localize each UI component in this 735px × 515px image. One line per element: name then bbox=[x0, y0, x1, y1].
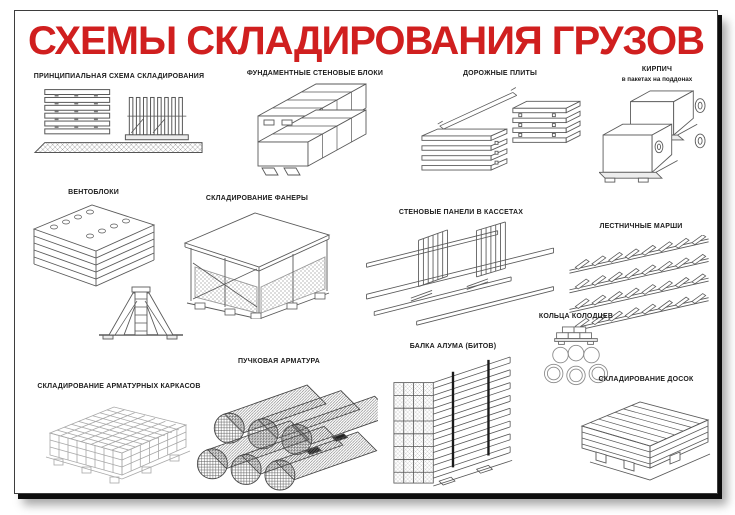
figure-panel-pyramid bbox=[95, 285, 187, 343]
stair-flights-drawing bbox=[569, 234, 709, 333]
figure-principal-scheme: ПРИНЦИПИАЛЬНАЯ СХЕМА СКЛАДИРОВАНИЯ bbox=[21, 73, 217, 163]
wall-panels-drawing bbox=[366, 221, 555, 326]
figure-well-rings: КОЛЬЦА КОЛОДЦЕВ bbox=[513, 313, 639, 389]
figure-bundled-rebar: ПУЧКОВАЯ АРМАТУРА bbox=[177, 358, 381, 492]
figure-label-beam-stack: БАЛКА АЛУМА (БИТОВ) bbox=[409, 343, 497, 350]
figure-wall-panels: СТЕНОВЫЕ ПАНЕЛИ В КАССЕТАХ bbox=[359, 209, 563, 329]
figure-stair-flights: ЛЕСТНИЧНЫЕ МАРШИ bbox=[563, 223, 719, 333]
figure-label-boards-storage: СКЛАДИРОВАНИЕ ДОСОК bbox=[598, 376, 694, 383]
well-rings-drawing bbox=[544, 326, 608, 385]
poster-title: СХЕМЫ СКЛАДИРОВАНИЯ ГРУЗОВ bbox=[27, 19, 705, 63]
figure-label-vent-blocks: ВЕНТОБЛОКИ bbox=[68, 189, 119, 196]
foundation-blocks-drawing bbox=[257, 82, 367, 176]
figure-label-principal-scheme: ПРИНЦИПИАЛЬНАЯ СХЕМА СКЛАДИРОВАНИЯ bbox=[33, 73, 205, 80]
figure-sublabel-bricks: в пакетах на поддонах bbox=[621, 75, 693, 83]
figure-label-foundation-blocks: ФУНДАМЕНТНЫЕ СТЕНОВЫЕ БЛОКИ bbox=[246, 70, 384, 77]
figure-label-rebar-cages: СКЛАДИРОВАНИЕ АРМАТУРНЫХ КАРКАСОВ bbox=[37, 383, 201, 390]
bundled-rebar-drawing bbox=[196, 384, 378, 491]
figure-label-stair-flights: ЛЕСТНИЧНЫЕ МАРШИ bbox=[599, 223, 683, 230]
figure-label-well-rings: КОЛЬЦА КОЛОДЦЕВ bbox=[538, 313, 614, 320]
figure-label-wall-panels: СТЕНОВЫЕ ПАНЕЛИ В КАССЕТАХ bbox=[398, 209, 524, 216]
rebar-cages-drawing bbox=[45, 406, 191, 484]
figure-rebar-cages: СКЛАДИРОВАНИЕ АРМАТУРНЫХ КАРКАСОВ bbox=[21, 383, 217, 489]
figure-label-bundled-rebar: ПУЧКОВАЯ АРМАТУРА bbox=[237, 358, 321, 365]
figure-foundation-blocks: ФУНДАМЕНТНЫЕ СТЕНОВЫЕ БЛОКИ bbox=[239, 70, 391, 182]
vent-blocks-drawing bbox=[32, 204, 155, 287]
principal-scheme-drawing bbox=[33, 88, 203, 153]
panel-pyramid-drawing bbox=[99, 286, 183, 340]
bricks-drawing bbox=[599, 89, 706, 183]
beam-stack-drawing bbox=[393, 356, 513, 487]
figure-vent-blocks: ВЕНТОБЛОКИ bbox=[21, 189, 166, 289]
figure-beam-stack: БАЛКА АЛУМА (БИТОВ) bbox=[385, 343, 521, 489]
figure-bricks: КИРПИЧ в пакетах на поддонах bbox=[593, 66, 721, 186]
boards-storage-drawing bbox=[580, 401, 711, 481]
figure-label-road-plates: ДОРОЖНЫЕ ПЛИТЫ bbox=[462, 70, 538, 77]
road-plates-drawing bbox=[421, 86, 581, 171]
figure-boards-storage: СКЛАДИРОВАНИЕ ДОСОК bbox=[573, 376, 719, 488]
figure-label-bricks: КИРПИЧ bbox=[641, 66, 673, 73]
figure-plywood-storage: СКЛАДИРОВАНИЕ ФАНЕРЫ bbox=[179, 195, 335, 319]
plywood-storage-drawing bbox=[183, 212, 331, 319]
figure-road-plates: ДОРОЖНЫЕ ПЛИТЫ bbox=[415, 70, 585, 178]
poster: СХЕМЫ СКЛАДИРОВАНИЯ ГРУЗОВ ПРИНЦИПИАЛЬНА… bbox=[14, 10, 718, 494]
figure-label-plywood-storage: СКЛАДИРОВАНИЕ ФАНЕРЫ bbox=[205, 195, 309, 202]
